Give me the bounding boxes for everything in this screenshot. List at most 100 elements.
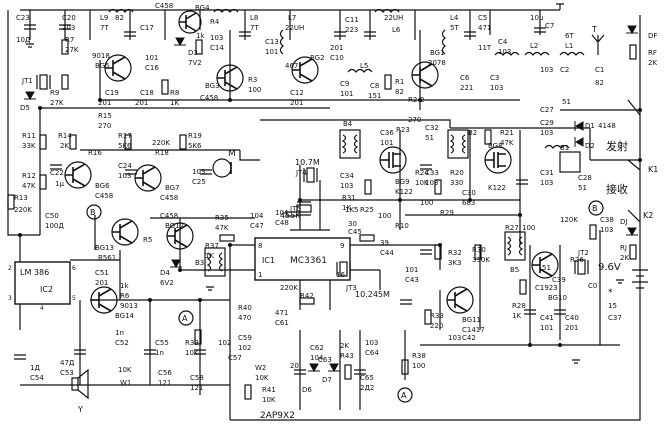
label-c19-value: 201: [98, 99, 111, 107]
label-c55-value: 1n: [155, 349, 164, 357]
label-c44: C44: [380, 249, 394, 257]
label-l6-value: 22UH: [384, 14, 403, 22]
label-r29-value: 100: [420, 199, 433, 207]
label-r8-value: 1K: [170, 99, 179, 107]
ic2-pin4: 4: [40, 305, 44, 312]
transistor-bg8: [484, 146, 512, 174]
wiring: [7, 3, 641, 421]
label-rf-value: 2K: [648, 59, 657, 67]
label-c57: C57: [228, 354, 242, 362]
label-r37: R37: [205, 242, 219, 250]
label-r9: R9: [50, 89, 59, 97]
transformer-b2: [447, 129, 469, 159]
ic2-body: [14, 261, 71, 305]
label-bg2-type: 467: [285, 62, 298, 70]
node-a-mid-label: A: [182, 314, 188, 323]
label-c4: C4: [498, 38, 508, 46]
label-bg2: BG2: [310, 54, 325, 62]
label-c59-value: 102: [238, 344, 251, 352]
label-c24-value: 103: [118, 172, 131, 180]
label-r8: R8: [170, 89, 179, 97]
ic1-pin16: 16: [336, 271, 345, 279]
label-bg11-type: C1417: [462, 326, 485, 334]
label-c13: C13: [265, 38, 279, 46]
label-bg12-type: C458: [160, 212, 178, 220]
label-r28: R28: [512, 302, 526, 310]
label-r17: R17: [118, 132, 132, 140]
label-b1: B1: [560, 144, 569, 152]
transistor-bg2: [291, 56, 319, 84]
transistor-bg3: [216, 64, 244, 92]
label-c23: C23: [16, 14, 30, 22]
label-c54-value: 1Д: [30, 364, 40, 372]
label-c38-value: 103: [600, 226, 613, 234]
label-d6: D6: [302, 386, 312, 394]
label-c37: C37: [608, 314, 622, 322]
crystals: [36, 74, 589, 277]
label-c36-value: 101: [380, 139, 393, 147]
antenna-label: T: [591, 25, 597, 34]
label-l1-turns: 6T: [565, 32, 574, 40]
label-bg10: BG10: [548, 294, 567, 302]
freq-10-245m: 10.245M: [355, 290, 390, 299]
ic1-pin1: 1: [258, 271, 262, 279]
label-r35: R35: [215, 214, 229, 222]
label-l9-value: 7T: [100, 24, 109, 32]
label-r15-value: 270: [98, 122, 111, 130]
label-c52: C52: [115, 339, 129, 347]
label-l3: 11T: [478, 44, 492, 52]
label-c64-value: 103: [365, 339, 378, 347]
label-c56-value: 121: [158, 379, 171, 387]
label-c63-value: 20: [290, 362, 299, 370]
label-c17: C17: [140, 24, 154, 32]
label-c48: C48: [275, 219, 289, 227]
label-w1-value: 10K: [118, 366, 132, 374]
label-c0-value: 15: [608, 302, 617, 310]
label-c42: C42: [462, 334, 476, 342]
transformer-b3: [204, 247, 226, 277]
label-c7: C7: [545, 22, 554, 30]
label-r35-value: 47K: [215, 224, 229, 232]
label-c32-value: 51: [425, 134, 434, 142]
label-c3-value: 103: [490, 84, 503, 92]
label-c13-value: 101: [265, 48, 278, 56]
label-c55: C55: [155, 339, 169, 347]
label-l2: L2: [530, 42, 538, 50]
label-c30: C30: [462, 189, 476, 197]
node-b-right-label: B: [592, 204, 598, 213]
label-r41: R41: [262, 386, 276, 394]
label-r13-value: 220K: [14, 206, 32, 214]
label-r1: R1: [395, 78, 404, 86]
label-c1: C1: [595, 66, 604, 74]
label-bg6-type: C458: [95, 192, 113, 200]
node-b-right: [588, 200, 604, 216]
label-c34-value: 103: [340, 182, 353, 190]
label-bg11: BG11: [462, 316, 481, 324]
label-c39: C39: [552, 276, 566, 284]
ground-symbols: [26, 43, 624, 364]
label-d3-value: 7V2: [188, 59, 202, 67]
crystal-jt1: JT1: [21, 77, 33, 85]
label-c65-value: 2Д2: [360, 384, 374, 392]
inductors: [108, 8, 585, 149]
node-a-bottom: [397, 387, 413, 403]
ic2-pin6: 6: [72, 265, 76, 272]
transistor-bg12: [166, 222, 194, 250]
label-c20-value: 203: [62, 24, 75, 32]
freq-10-7m: 10.7M: [295, 158, 320, 167]
label-l8: L8: [250, 14, 258, 22]
junction-dots: [18, 98, 642, 347]
label-w2-value: 10K: [255, 374, 269, 382]
label-r41-value: 10K: [262, 396, 276, 404]
label-r7: R7: [65, 36, 74, 44]
label-r2-value: 2: [420, 96, 424, 104]
freq-455k: 455K: [280, 211, 301, 220]
label-w1: W1: [120, 379, 131, 387]
transistor-bg13: [111, 218, 139, 246]
module-label: 2AP9X2: [260, 411, 295, 421]
label-c24: C24: [118, 162, 132, 170]
label-r43-value: 2K: [340, 342, 349, 350]
label-c9: C9: [340, 80, 349, 88]
label-c63: C63: [318, 356, 332, 364]
